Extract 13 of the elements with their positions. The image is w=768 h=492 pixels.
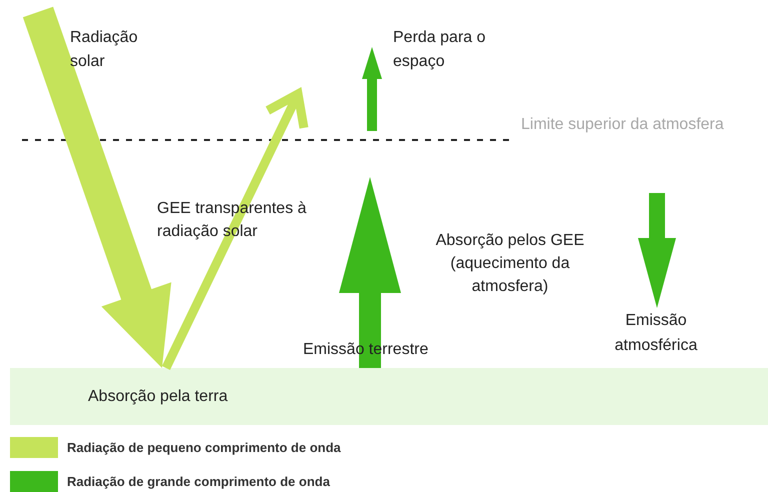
text-label: Limite superior da atmosfera	[521, 115, 724, 135]
arrow	[638, 193, 676, 308]
arrow	[339, 177, 401, 368]
arrow	[22, 6, 172, 368]
node-text: Perda para o espaço	[393, 29, 486, 70]
node-text: Emissão atmosférica	[614, 312, 698, 354]
legend-text: Radiação de pequeno comprimento de onda	[67, 438, 341, 457]
node-text: Absorção pela terra	[88, 386, 228, 406]
legend-text: Radiação de grande comprimento de onda	[67, 472, 330, 491]
ground-band	[10, 368, 768, 425]
arrow	[362, 47, 382, 131]
arrow	[162, 87, 308, 372]
text-label: Absorção pelos GEE (aquecimento da atmosfera)	[434, 231, 586, 297]
